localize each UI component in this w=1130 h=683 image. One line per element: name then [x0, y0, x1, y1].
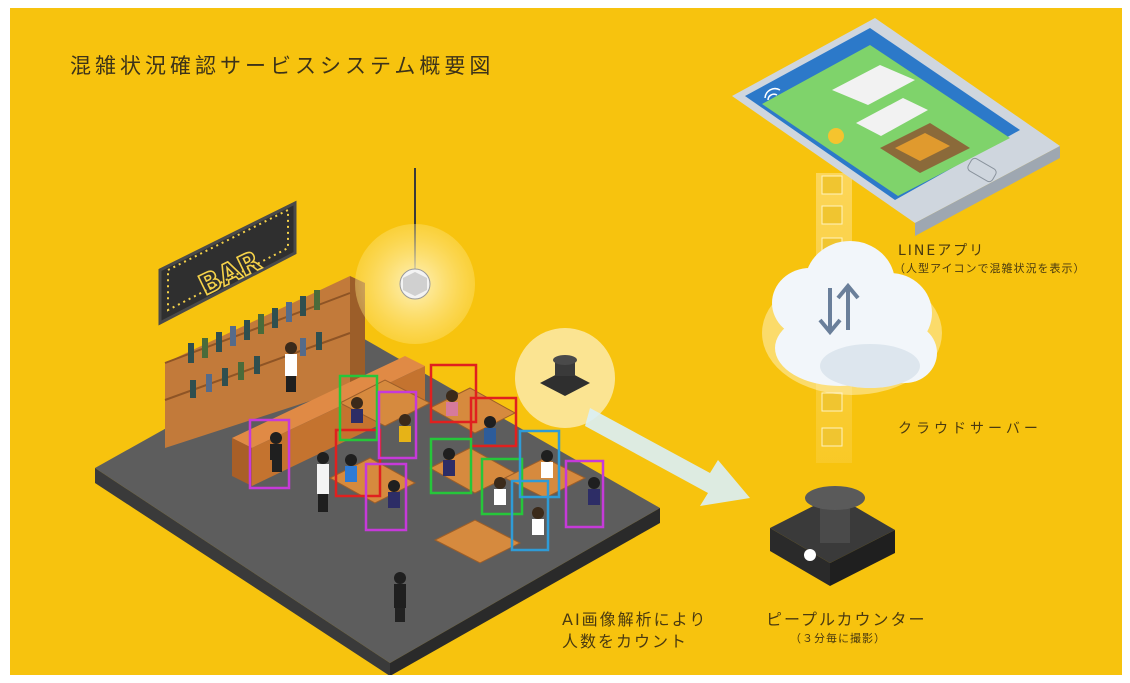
cloud-icon: [762, 241, 942, 395]
person-icon: [532, 507, 544, 535]
diagram-canvas: BAR: [10, 8, 1122, 675]
detection-box: [480, 457, 524, 516]
detection-box: [377, 390, 418, 460]
detection-boxes: [248, 363, 605, 552]
person-icon: [317, 452, 329, 512]
person-icon: [443, 448, 455, 476]
person-icon: [388, 480, 400, 508]
ai-analysis-label-line1: AI画像解析により: [562, 610, 708, 629]
image-icon: [821, 175, 843, 195]
detection-box: [248, 418, 291, 490]
image-icon: [821, 205, 843, 225]
people: [270, 342, 600, 622]
person-icon: [446, 390, 458, 416]
person-icon: [285, 342, 297, 392]
line-app-sub-label: （人型アイコンで混雑状況を表示）: [894, 262, 1086, 275]
person-icon: [541, 450, 553, 478]
person-icon: [351, 397, 363, 423]
line-app-label: LINEアプリ: [898, 243, 986, 259]
person-icon: [399, 414, 411, 442]
cloud-server-label: クラウドサーバー: [898, 421, 1042, 437]
disco-ball-icon: [355, 168, 475, 344]
bottles: [188, 290, 322, 398]
camera-device-icon: [770, 486, 895, 586]
image-icon: [821, 392, 843, 412]
detection-box: [564, 459, 605, 529]
detection-box: [518, 429, 561, 499]
person-icon: [484, 416, 496, 444]
diagram-illustration: BAR: [95, 18, 1060, 675]
person-icon: [270, 432, 282, 472]
detection-box: [364, 462, 408, 532]
person-icon: [494, 477, 506, 505]
smartphone: [732, 18, 1060, 236]
wifi-icon: [764, 87, 781, 101]
people-counter-sub-label: （３分毎に撮影）: [790, 632, 886, 645]
bar-sign: BAR: [158, 200, 297, 326]
detection-box: [469, 396, 518, 448]
flow-arrow: [585, 408, 750, 506]
person-icon: [345, 454, 357, 482]
camera-callout: [515, 328, 615, 428]
image-icon: [821, 427, 843, 447]
detection-box: [338, 374, 379, 442]
detection-box: [510, 479, 550, 552]
page-title: 混雑状況確認サービスシステム概要図: [70, 54, 495, 78]
people-counter-label: ピープルカウンター: [766, 610, 927, 629]
ai-analysis-label-line2: 人数をカウント: [562, 632, 689, 651]
detection-box: [429, 363, 478, 424]
upload-download-arrows-icon: [818, 282, 860, 336]
person-icon: [588, 477, 600, 505]
detection-box: [429, 437, 473, 495]
person-icon: [394, 572, 406, 622]
